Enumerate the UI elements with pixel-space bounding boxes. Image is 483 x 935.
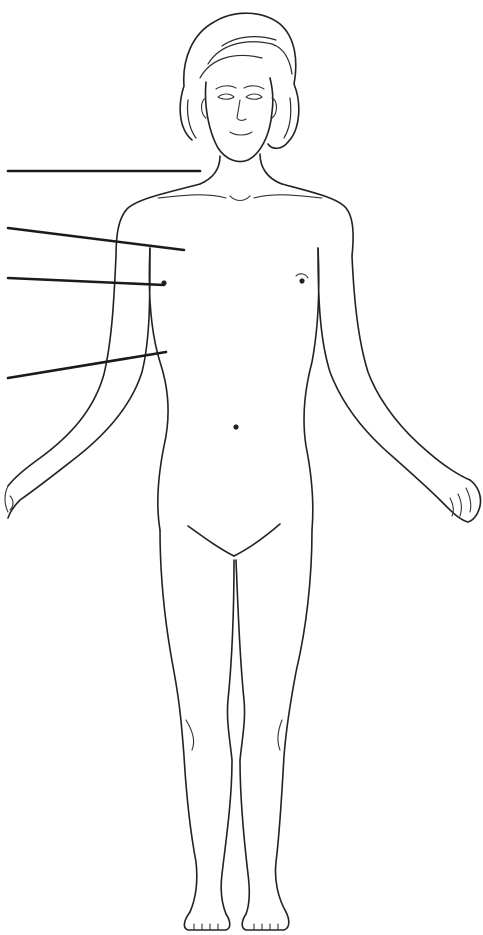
hair-strand [284, 98, 291, 138]
neck-left [200, 156, 220, 184]
right-leg-outer [275, 530, 312, 912]
left-foot [184, 912, 229, 930]
pelvic-v-right [234, 524, 280, 556]
right-leg-inner [236, 560, 249, 914]
left-eye [218, 94, 234, 99]
nose [237, 100, 246, 120]
leader-line-4 [8, 352, 166, 378]
head [180, 13, 299, 161]
right-breast-mark [296, 274, 308, 278]
navel [233, 424, 238, 429]
hair-outline [180, 13, 299, 148]
leader-line-2 [8, 228, 184, 250]
right-clavicle [254, 195, 322, 198]
mouth [230, 132, 252, 135]
right-eye [246, 94, 262, 99]
leader-lines [8, 171, 200, 378]
right-eyebrow [244, 86, 264, 89]
leader-line-3 [8, 278, 164, 285]
left-leg-outer [160, 530, 197, 912]
hair-strand [200, 55, 262, 78]
right-toes [254, 924, 278, 930]
neck-notch [230, 196, 250, 201]
right-knee [278, 720, 282, 750]
right-arm [318, 248, 481, 522]
hair-strand [187, 100, 196, 138]
left-clavicle [158, 195, 226, 198]
left-arm [5, 248, 150, 518]
torso-left-side [149, 248, 168, 530]
left-eyebrow [216, 86, 236, 89]
right-foot [242, 912, 289, 930]
pelvic-v-left [188, 526, 234, 556]
torso-right-side [304, 248, 319, 530]
legs [160, 530, 312, 930]
right-arm-outer [352, 256, 470, 480]
right-nipple [299, 278, 304, 283]
hair-strand [208, 42, 292, 74]
neck-right [260, 154, 282, 184]
left-arm-outer [8, 256, 116, 486]
left-knee [186, 720, 194, 750]
left-toes [194, 924, 218, 930]
left-hand [5, 486, 13, 512]
right-fingers [450, 488, 471, 516]
left-leg-inner [221, 560, 234, 914]
left-arm-inner [8, 248, 150, 518]
right-arm-inner [318, 248, 440, 500]
